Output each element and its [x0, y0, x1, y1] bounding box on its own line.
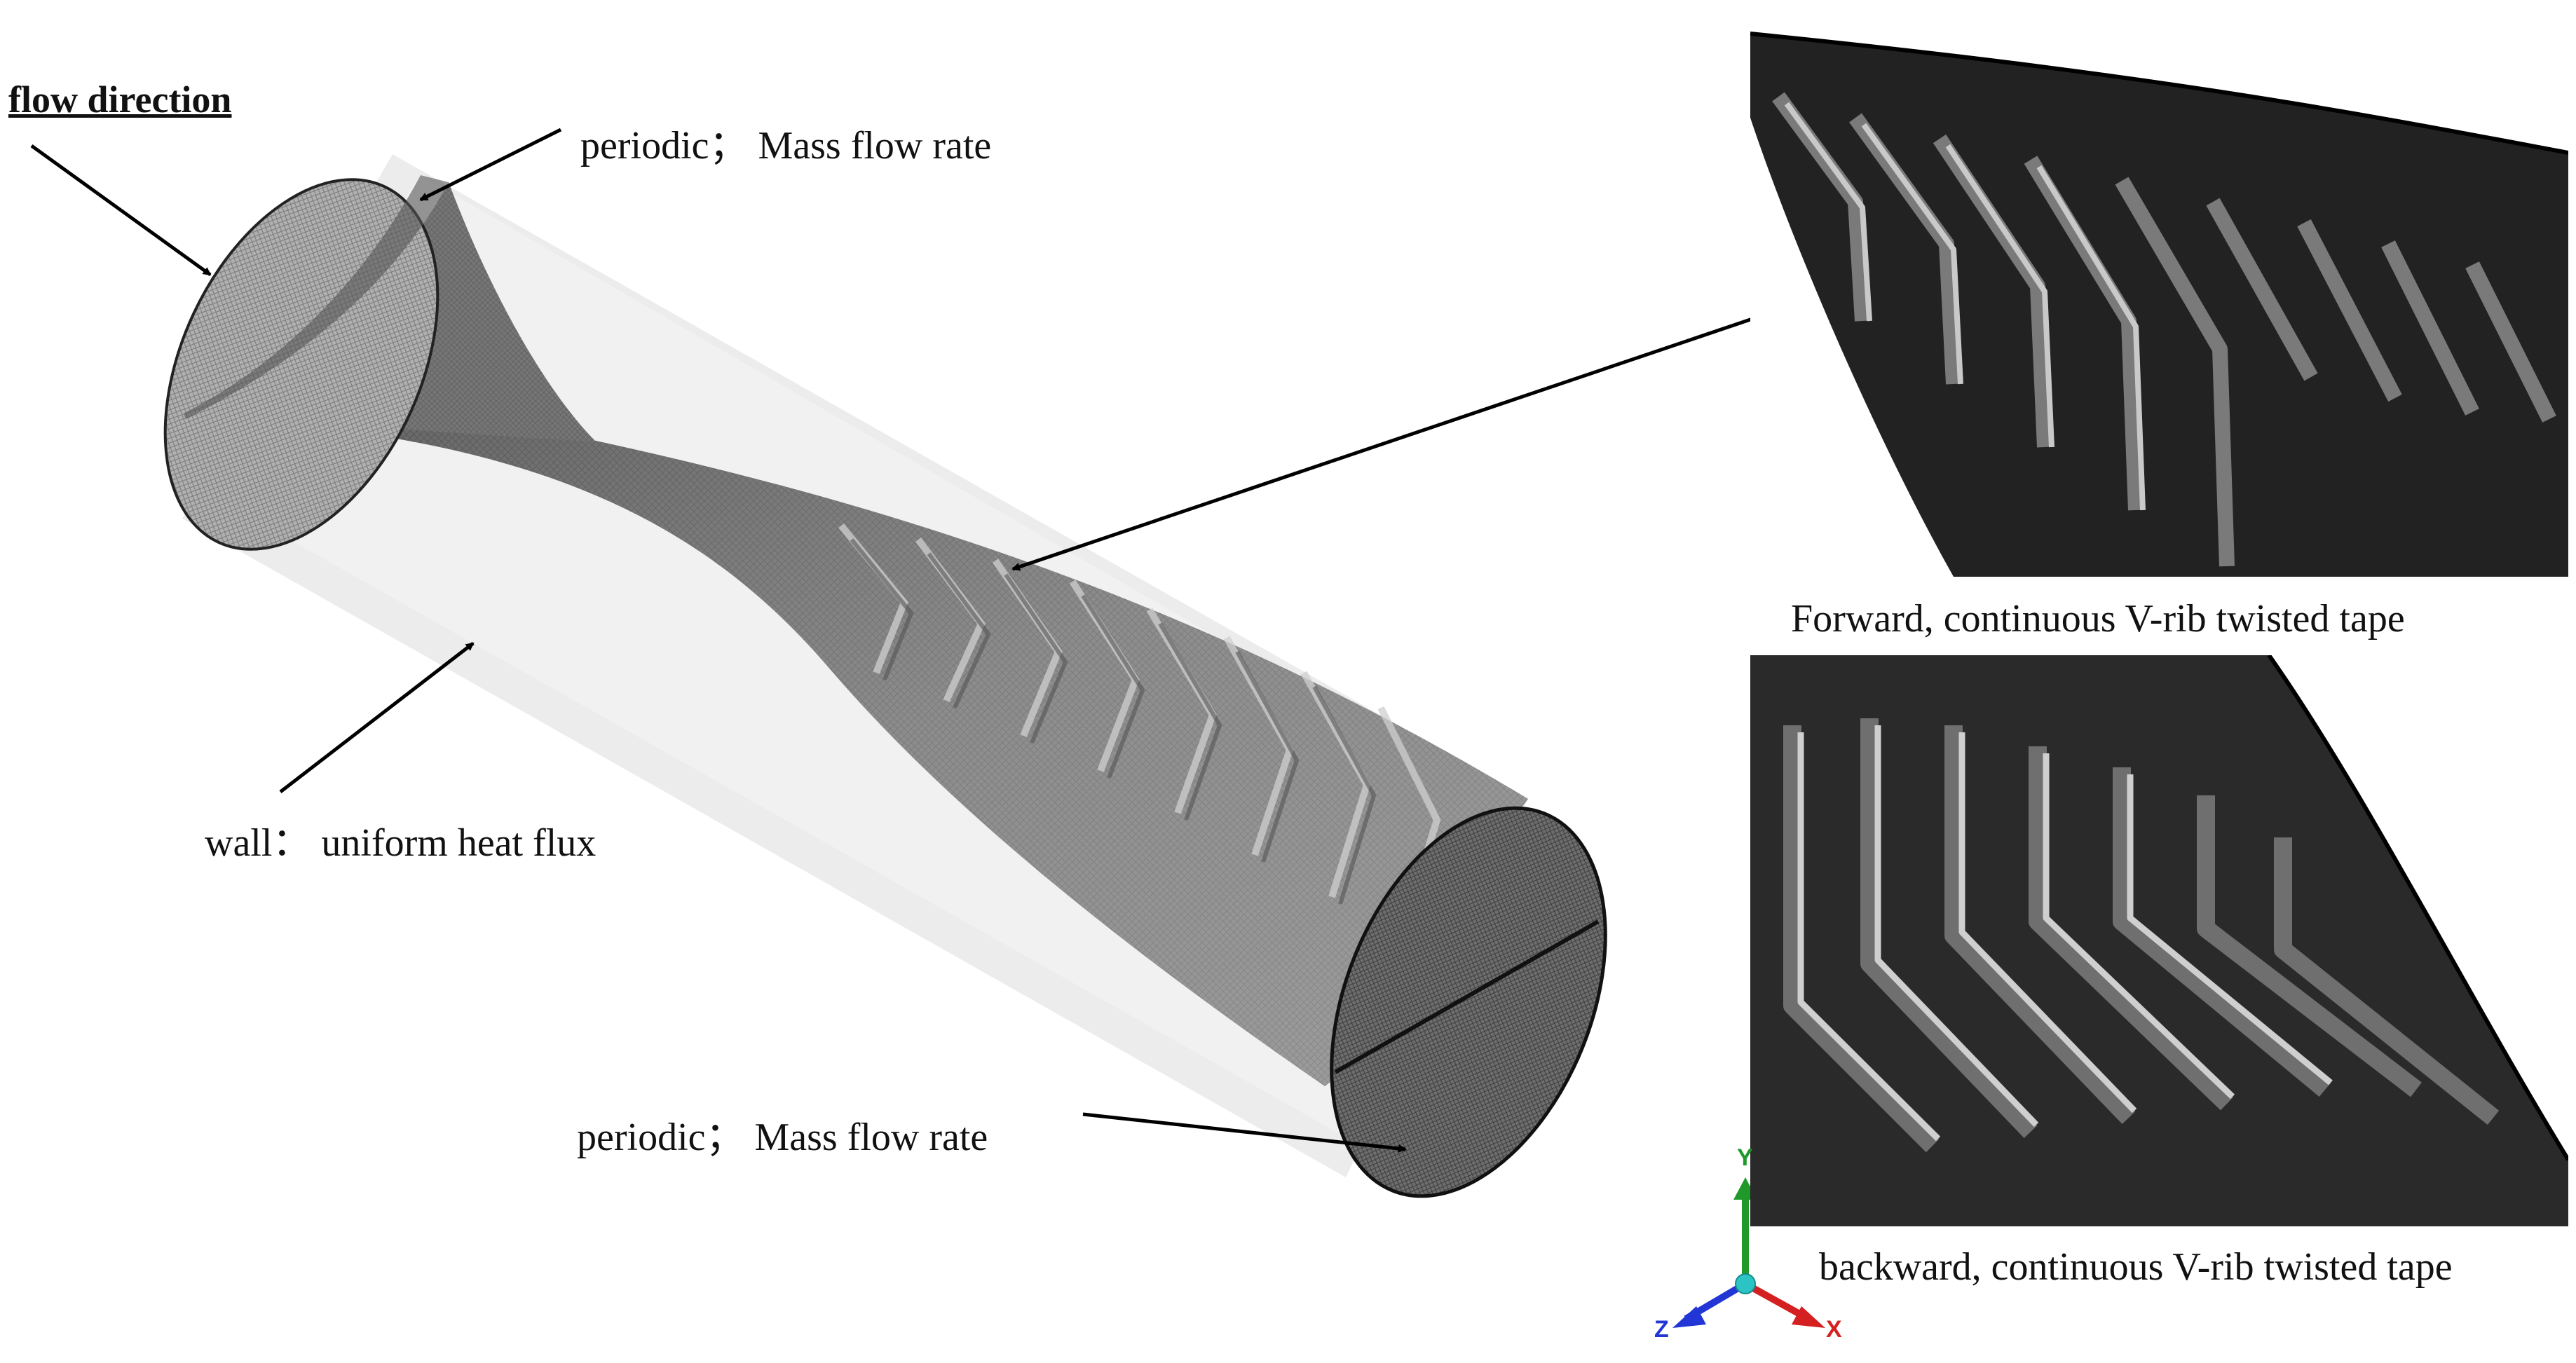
- flow-direction-arrow: [30, 144, 212, 277]
- rib-zoom-arrow: [1011, 317, 1753, 571]
- forward-caption: Forward, continuous V-rib twisted tape: [1791, 597, 2405, 641]
- backward-rib-zoom-panel: [1750, 655, 2568, 1226]
- inlet-label: periodic； Mass flow rate: [580, 124, 992, 167]
- wall-label: wall： uniform heat flux: [205, 821, 597, 865]
- axis-triad: [1672, 1177, 1825, 1328]
- inlet-pointer-arrow: [419, 128, 562, 202]
- annotation-arrows: [30, 128, 1753, 1153]
- axis-x-label: X: [1826, 1316, 1842, 1343]
- outlet-face: [1330, 806, 1607, 1198]
- axis-z-label: Z: [1654, 1316, 1669, 1343]
- backward-rib-mesh: [1750, 655, 2568, 1226]
- wall-pointer-arrow: [279, 642, 475, 793]
- outlet-pointer-arrow: [1082, 1112, 1407, 1153]
- axis-origin: [1735, 1273, 1756, 1294]
- backward-caption: backward, continuous V-rib twisted tape: [1819, 1245, 2453, 1289]
- forward-rib-mesh: [1750, 20, 2568, 577]
- axis-y-label: Y: [1737, 1144, 1753, 1171]
- outlet-label: periodic； Mass flow rate: [577, 1116, 988, 1159]
- v-rib-shadows: [850, 538, 1377, 905]
- forward-rib-zoom-panel: [1750, 20, 2568, 577]
- flow-direction-label: flow direction: [8, 78, 232, 121]
